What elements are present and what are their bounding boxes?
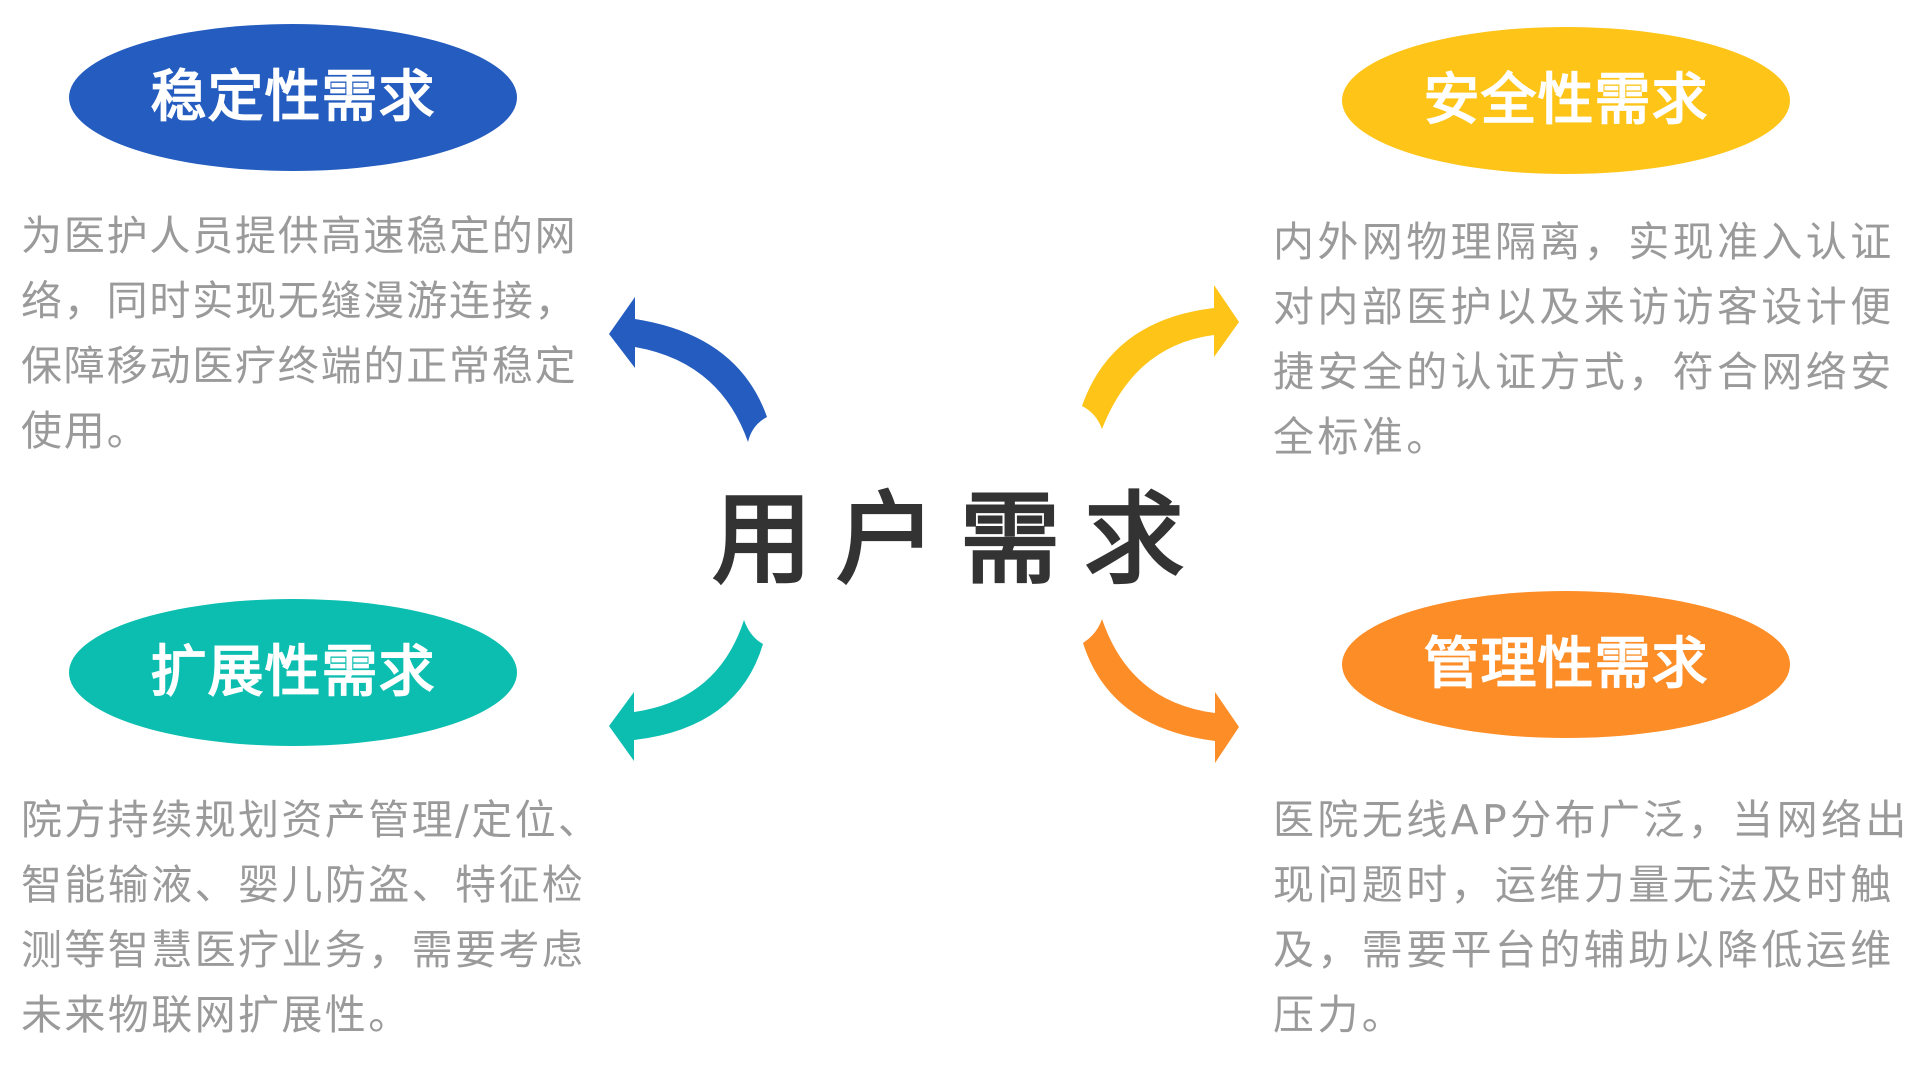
- manageability-line: 现问题时，运维力量无法及时触: [1273, 861, 1895, 909]
- security-badge: 安全性需求: [1342, 27, 1790, 174]
- scalability-badge: 扩展性需求: [69, 599, 517, 746]
- security-line: 全标准。: [1273, 413, 1451, 461]
- scalability-title: 扩展性需求: [150, 639, 436, 705]
- arrow-to-stability-icon: [609, 297, 767, 442]
- stability-description: 为医护人员提供高速稳定的网 络，同时实现无缝漫游连接， 保障移动医疗终端的正常稳…: [21, 204, 577, 464]
- scalability-line: 测等智慧医疗业务，需要考虑: [21, 926, 586, 974]
- arrow-to-scalability-icon: [609, 620, 763, 761]
- stability-line: 为医护人员提供高速稳定的网: [21, 212, 578, 260]
- scalability-line: 院方持续规划资产管理/定位、: [21, 796, 602, 844]
- manageability-badge: 管理性需求: [1342, 591, 1790, 738]
- scalability-line: 未来物联网扩展性。: [21, 991, 412, 1039]
- security-description: 内外网物理隔离，实现准入认证 对内部医护以及来访访客设计便 捷安全的认证方式，符…: [1273, 210, 1895, 470]
- arrow-to-manageability-icon: [1083, 619, 1239, 763]
- security-line: 对内部医护以及来访访客设计便: [1273, 283, 1895, 331]
- manageability-line: 医院无线AP分布广泛，当网络出: [1273, 796, 1910, 844]
- security-line: 内外网物理隔离，实现准入认证: [1273, 218, 1895, 266]
- manageability-description: 医院无线AP分布广泛，当网络出 现问题时，运维力量无法及时触 及，需要平台的辅助…: [1273, 788, 1910, 1048]
- stability-line: 使用。: [21, 407, 150, 455]
- arrow-to-security-icon: [1082, 285, 1239, 429]
- stability-title: 稳定性需求: [150, 64, 436, 130]
- scalability-description: 院方持续规划资产管理/定位、 智能输液、婴儿防盗、特征检 测等智慧医疗业务，需要…: [21, 788, 601, 1048]
- stability-badge: 稳定性需求: [69, 24, 517, 171]
- scalability-line: 智能输液、婴儿防盗、特征检: [21, 861, 586, 909]
- manageability-line: 压力。: [1273, 991, 1407, 1039]
- security-line: 捷安全的认证方式，符合网络安: [1273, 348, 1895, 396]
- manageability-title: 管理性需求: [1423, 631, 1709, 697]
- security-title: 安全性需求: [1423, 67, 1709, 133]
- stability-line: 保障移动医疗终端的正常稳定: [21, 342, 578, 390]
- center-title: 用户需求: [712, 481, 1208, 598]
- stability-line: 络，同时实现无缝漫游连接，: [21, 277, 578, 325]
- manageability-line: 及，需要平台的辅助以降低运维: [1273, 926, 1895, 974]
